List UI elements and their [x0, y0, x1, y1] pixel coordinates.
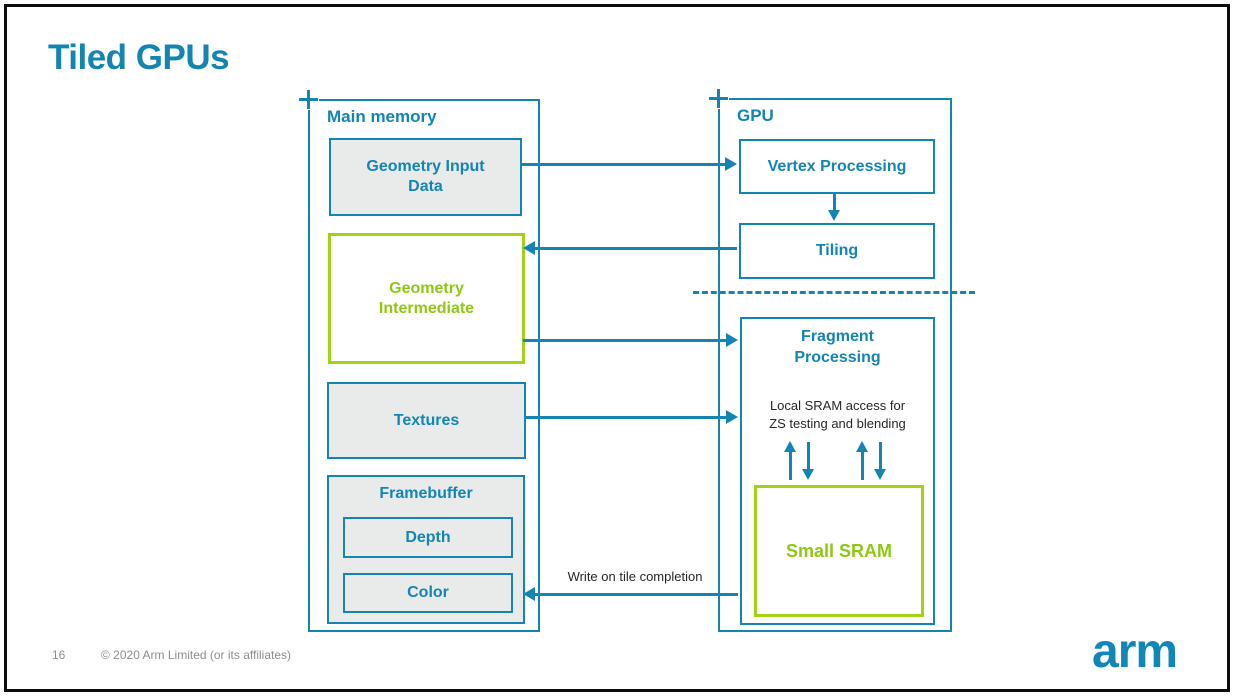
- geometry-intermediate-box: Geometry Intermediate: [328, 233, 525, 364]
- framebuffer-box: Framebuffer Depth Color: [327, 475, 525, 624]
- arm-logo: arm: [1092, 625, 1178, 678]
- fragment-processing-box: Fragment Processing Local SRAM access fo…: [740, 317, 935, 625]
- arrowhead-right-icon: [726, 410, 738, 424]
- arrow-fragment-to-framebuffer: [534, 593, 738, 596]
- write-on-tile-note: Write on tile completion: [567, 569, 703, 584]
- sram-up-arrow: [789, 450, 792, 480]
- arrowhead-right-icon: [725, 157, 737, 171]
- anchor-cross-icon: [708, 88, 729, 109]
- arrowhead-left-icon: [523, 587, 535, 601]
- color-box: Color: [343, 573, 513, 613]
- small-sram-box: Small SRAM: [754, 485, 924, 617]
- arrow-geometry-to-vertex: [520, 163, 727, 166]
- geometry-input-data-box: Geometry Input Data: [329, 138, 522, 216]
- arrowhead-down-icon: [802, 469, 814, 480]
- sram-down-arrow: [879, 442, 882, 470]
- phase-divider-dashed-line: [693, 291, 975, 294]
- slide-border-frame: [4, 4, 1230, 692]
- depth-box: Depth: [343, 517, 513, 558]
- framebuffer-label: Framebuffer: [379, 485, 473, 502]
- copyright-text: © 2020 Arm Limited (or its affiliates): [101, 648, 292, 662]
- arrowhead-right-icon: [726, 333, 738, 347]
- gpu-label: GPU: [737, 106, 774, 125]
- arrowhead-down-icon: [874, 469, 886, 480]
- tiling-box: Tiling: [739, 223, 935, 279]
- arrow-intermediate-to-fragment: [523, 339, 727, 342]
- arrowhead-left-icon: [523, 241, 535, 255]
- arrowhead-down-icon: [828, 210, 840, 221]
- anchor-cross-icon: [298, 89, 319, 110]
- arrowhead-up-icon: [856, 441, 868, 452]
- page-number: 16: [52, 648, 66, 662]
- arrow-tiling-to-intermediate: [534, 247, 737, 250]
- sram-up-arrow: [861, 450, 864, 480]
- main-memory-label: Main memory: [327, 107, 437, 126]
- gpu-container: GPU Vertex Processing Tiling Fragment Pr…: [718, 98, 952, 632]
- textures-box: Textures: [327, 382, 526, 459]
- fragment-processing-label: Fragment Processing: [794, 328, 881, 366]
- slide-title: Tiled GPUs: [48, 38, 230, 77]
- arrow-textures-to-fragment: [524, 416, 727, 419]
- main-memory-container: Main memory Geometry Input Data Geometry…: [308, 99, 540, 632]
- arrow-vertex-to-tiling: [833, 192, 836, 212]
- vertex-processing-box: Vertex Processing: [739, 139, 935, 194]
- local-sram-note: Local SRAM access for ZS testing and ble…: [769, 398, 906, 432]
- sram-down-arrow: [807, 442, 810, 470]
- arrowhead-up-icon: [784, 441, 796, 452]
